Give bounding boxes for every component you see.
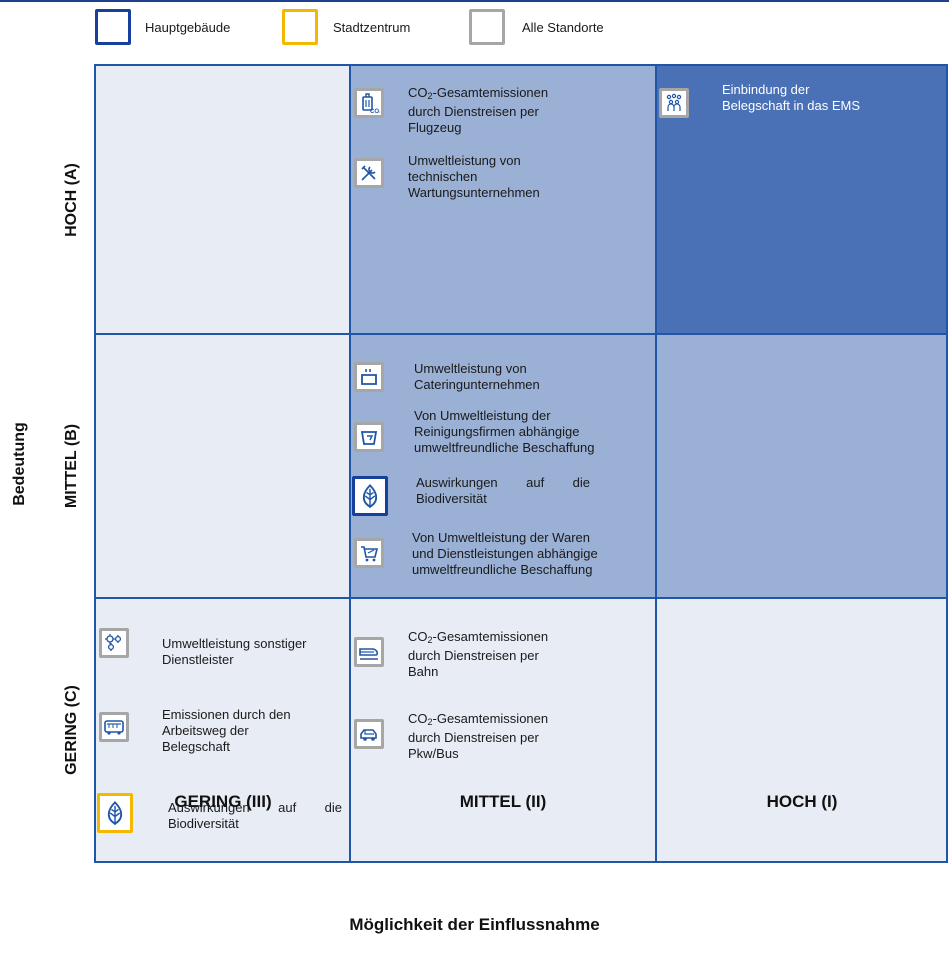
train-icon bbox=[354, 637, 384, 667]
item-commute-line3: Belegschaft bbox=[162, 739, 230, 754]
item-other-services-text: Umweltleistung sonstiger Dienstleister bbox=[162, 636, 307, 668]
item-catering-text: Umweltleistung von Cateringunternehmen bbox=[414, 361, 540, 393]
grid-line-top bbox=[95, 64, 948, 66]
grid-line-bottom bbox=[95, 861, 948, 863]
col-label-hoch: HOCH (I) bbox=[766, 792, 838, 811]
item-cleaning-line2: Reinigungsfirmen abhängige bbox=[414, 424, 580, 439]
shopping-cart-icon bbox=[354, 538, 384, 568]
item-catering-line2: Cateringunternehmen bbox=[414, 377, 540, 392]
item-commute-text: Emissionen durch den Arbeitsweg der Bele… bbox=[162, 707, 291, 755]
item-other-services-line1: Umweltleistung sonstiger bbox=[162, 636, 307, 651]
item-commute-line1: Emissionen durch den bbox=[162, 707, 291, 722]
grid-line-row2 bbox=[95, 597, 948, 599]
cell-c-i bbox=[656, 598, 947, 862]
item-goods-line2: und Dienstleistungen abhängige bbox=[412, 546, 598, 561]
cell-b-iii bbox=[95, 334, 350, 598]
cell-a-i bbox=[656, 65, 947, 334]
top-border-line bbox=[0, 0, 949, 2]
item-rail-text: CO2-Gesamtemissionen durch Dienstreisen … bbox=[408, 629, 548, 680]
item-cleaning-line1: Von Umweltleistung der bbox=[414, 408, 551, 423]
item-maintenance-text: Umweltleistung von technischen Wartungsu… bbox=[408, 153, 540, 201]
item-car-sub: 2 bbox=[427, 717, 433, 727]
item-maintenance-line1: Umweltleistung von bbox=[408, 153, 521, 168]
item-car-co: CO bbox=[408, 711, 428, 726]
legend-swatch-alle-standorte bbox=[469, 9, 505, 45]
bus-icon bbox=[99, 712, 129, 742]
item-staff-line1: Einbindung der bbox=[722, 82, 810, 97]
item-rail-post: -Gesamtemissionen bbox=[432, 629, 549, 644]
grid-line-col1 bbox=[349, 64, 351, 863]
item-flight-text: CO2-Gesamtemissionen durch Dienstreisen … bbox=[408, 85, 548, 136]
leaf-icon bbox=[352, 476, 388, 516]
item-car-post: -Gesamtemissionen bbox=[432, 711, 549, 726]
item-cleaning-line3: umweltfreundliche Beschaffung bbox=[414, 440, 595, 455]
item-staff-text: Einbindung der Belegschaft in das EMS bbox=[722, 82, 860, 114]
col-label-mittel: MITTEL (II) bbox=[459, 792, 547, 811]
cell-b-i bbox=[656, 334, 947, 598]
item-bio-c-text: Auswirkungen auf die bbox=[168, 800, 342, 816]
item-rail-line3: Bahn bbox=[408, 664, 439, 679]
cell-c-iii bbox=[95, 598, 350, 862]
cleaning-bucket-icon bbox=[354, 422, 384, 452]
cell-c-ii bbox=[350, 598, 656, 862]
legend-label-hauptgebaeude: Hauptgebäude bbox=[145, 20, 231, 35]
cell-a-iii bbox=[95, 65, 350, 334]
cell-b-ii bbox=[350, 334, 656, 598]
item-flight-line2: durch Dienstreisen per bbox=[408, 104, 539, 119]
item-goods-line1: Von Umweltleistung der Waren bbox=[412, 530, 590, 545]
item-car-line2: durch Dienstreisen per bbox=[408, 730, 539, 745]
item-bio-b-line2: Biodiversität bbox=[416, 491, 487, 506]
item-commute-line2: Arbeitsweg der bbox=[162, 723, 249, 738]
people-icon bbox=[659, 88, 689, 118]
grid-line-col2 bbox=[655, 64, 657, 863]
cooking-pot-icon bbox=[354, 362, 384, 392]
legend-label-stadtzentrum: Stadtzentrum bbox=[333, 20, 411, 35]
cell-a-ii bbox=[350, 65, 656, 334]
row-label-gering: GERING (C) bbox=[63, 685, 80, 775]
item-maintenance-line2: technischen bbox=[408, 169, 478, 184]
item-bio-c-line2: Biodiversität bbox=[168, 816, 239, 831]
item-bio-b-line1: Auswirkungen auf die bbox=[416, 475, 590, 490]
legend-label-alle-standorte: Alle Standorte bbox=[522, 20, 604, 35]
item-staff-line2: Belegschaft in das EMS bbox=[722, 98, 861, 113]
item-flight-post: -Gesamtemissionen bbox=[432, 85, 549, 100]
item-flight-co: CO bbox=[408, 85, 428, 100]
tools-icon bbox=[354, 158, 384, 188]
item-goods-line3: umweltfreundliche Beschaffung bbox=[412, 562, 593, 577]
car-icon bbox=[354, 719, 384, 749]
x-axis-title: Möglichkeit der Einflussnahme bbox=[349, 915, 600, 934]
item-car-line3: Pkw/Bus bbox=[408, 746, 459, 761]
legend-swatch-hauptgebaeude bbox=[95, 9, 131, 45]
item-goods-text: Von Umweltleistung der Waren und Dienstl… bbox=[412, 530, 598, 578]
item-flight-line3: Flugzeug bbox=[408, 120, 462, 135]
grid-line-row1 bbox=[95, 333, 948, 335]
item-bio-c-line1: Auswirkungen auf die bbox=[168, 800, 342, 815]
item-rail-line2: durch Dienstreisen per bbox=[408, 648, 539, 663]
grid-line-left bbox=[94, 64, 96, 863]
item-bio-b-text: Auswirkungen auf die bbox=[416, 475, 590, 491]
item-car-text: CO2-Gesamtemissionen durch Dienstreisen … bbox=[408, 711, 548, 762]
row-label-hoch: HOCH (A) bbox=[63, 163, 80, 237]
item-maintenance-line3: Wartungsunternehmen bbox=[408, 185, 540, 200]
svg-text:CO₂: CO₂ bbox=[370, 109, 380, 114]
row-label-mittel: MITTEL (B) bbox=[63, 423, 80, 509]
item-flight-sub: 2 bbox=[427, 91, 433, 101]
gears-icon bbox=[99, 628, 129, 658]
item-cleaning-text: Von Umweltleistung der Reinigungsfirmen … bbox=[414, 408, 594, 456]
y-axis-title: Bedeutung bbox=[11, 422, 28, 506]
grid-line-right bbox=[946, 64, 948, 863]
item-other-services-line2: Dienstleister bbox=[162, 652, 234, 667]
item-rail-sub: 2 bbox=[427, 635, 433, 645]
legend-swatch-stadtzentrum bbox=[282, 9, 318, 45]
leaf-icon bbox=[97, 793, 133, 833]
item-catering-line1: Umweltleistung von bbox=[414, 361, 527, 376]
luggage-co2-icon: CO₂ bbox=[354, 88, 384, 118]
col-label-gering: GERING (III) bbox=[174, 792, 272, 811]
item-rail-co: CO bbox=[408, 629, 428, 644]
